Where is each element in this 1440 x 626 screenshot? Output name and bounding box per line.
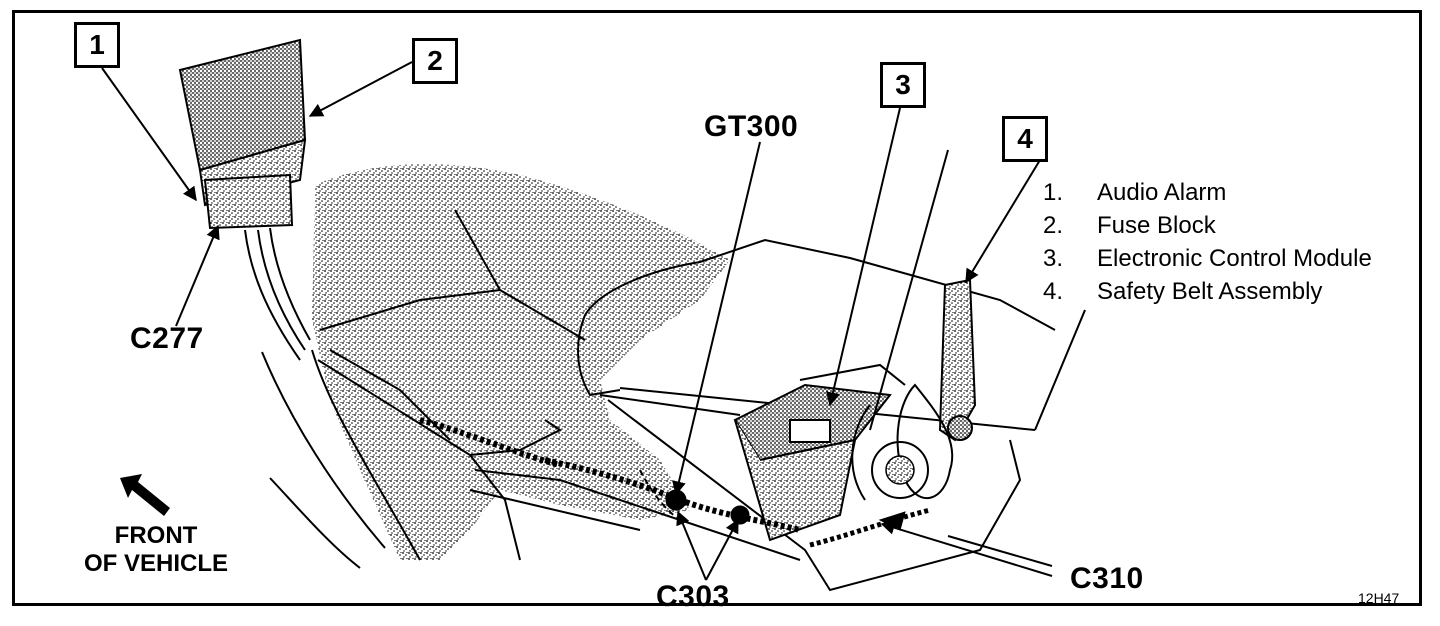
connector-c277-label: C277 (130, 322, 204, 355)
ground-gt300-label: GT300 (704, 110, 799, 143)
door-sill (261, 349, 521, 569)
legend-item-number: 2. (1043, 212, 1064, 239)
legend-item-label: Audio Alarm (1097, 179, 1227, 206)
front-label-line-1: FRONT (114, 522, 198, 549)
legend-item-label: Electronic Control Module (1097, 245, 1372, 272)
floor-carpet (312, 164, 730, 560)
legend-item: 2. Fuse Block (1043, 209, 1372, 242)
legend-item: 4. Safety Belt Assembly (1043, 275, 1372, 308)
diagram-frame (12, 10, 1422, 606)
legend-item-number: 4. (1043, 278, 1064, 305)
ecm-module (733, 363, 906, 542)
legend-item-label: Fuse Block (1097, 212, 1216, 239)
figure-id: 12H47 (1358, 590, 1400, 606)
legend-item: 1. Audio Alarm (1043, 176, 1372, 209)
legend-item-number: 3. (1043, 245, 1064, 272)
callout-3: 3 (880, 62, 926, 108)
component-legend: 1. Audio Alarm 2. Fuse Block 3. Electron… (1043, 176, 1372, 308)
fuse-block-assembly (178, 38, 311, 361)
front-arrow-icon (120, 474, 170, 516)
front-label-line-2: OF VEHICLE (83, 550, 228, 577)
connector-c303-label: C303 (656, 580, 730, 613)
legend-item-label: Safety Belt Assembly (1097, 278, 1323, 305)
leader-lines (101, 61, 1086, 581)
safety-belt-assembly (851, 278, 977, 501)
callout-4: 4 (1002, 116, 1048, 162)
legend-item: 3. Electronic Control Module (1043, 242, 1372, 275)
connector-c310-label: C310 (1070, 562, 1144, 595)
front-of-vehicle-label: FRONT OF VEHICLE (70, 522, 242, 578)
legend-item-number: 1. (1043, 179, 1064, 206)
callout-2: 2 (412, 38, 458, 84)
callout-1: 1 (74, 22, 120, 68)
